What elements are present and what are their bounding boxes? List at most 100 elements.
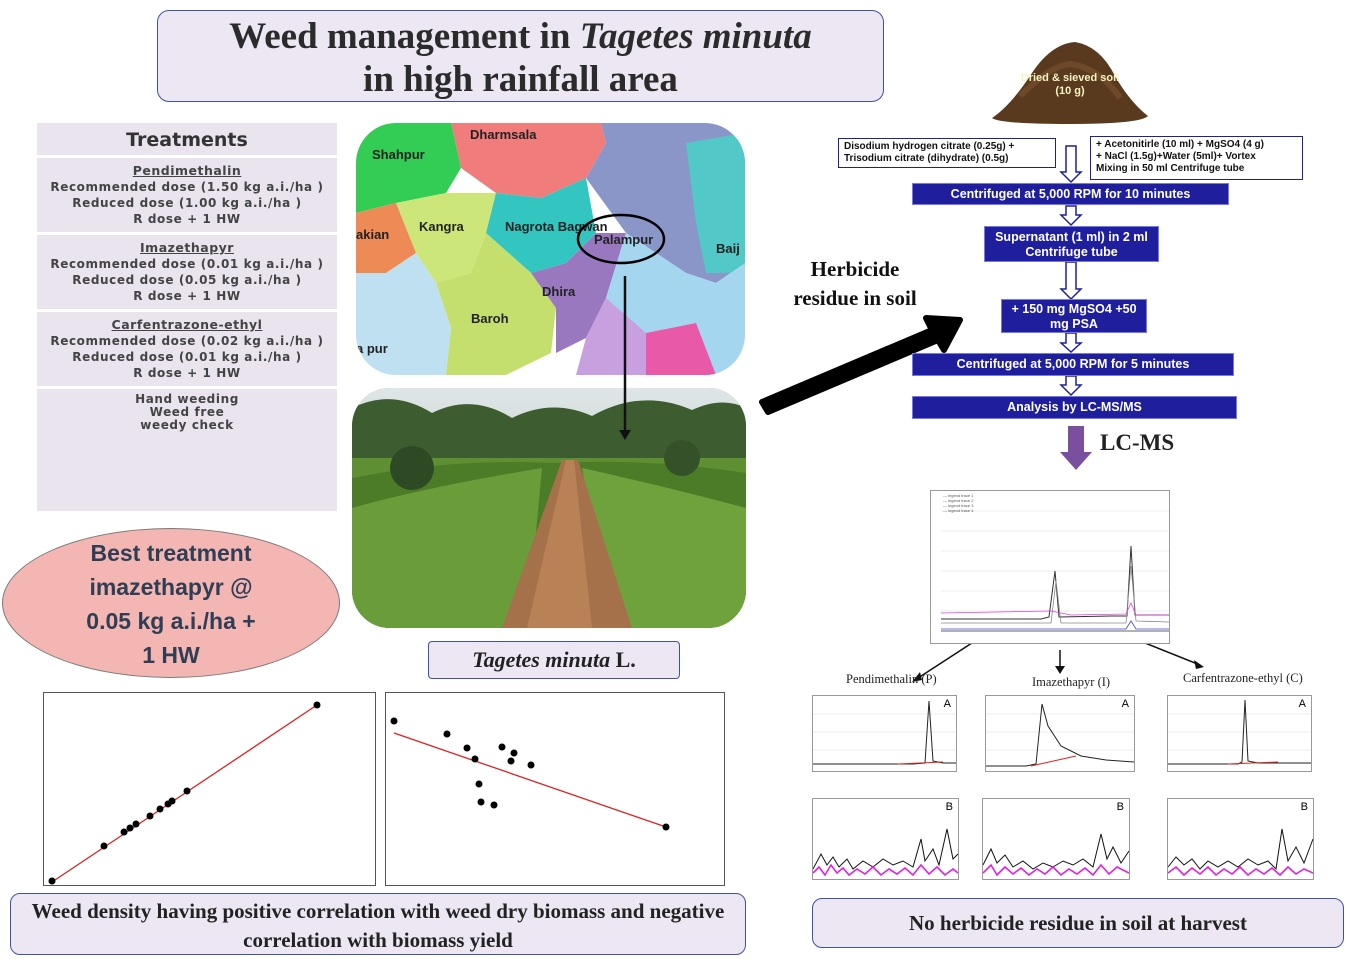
- data-point: [662, 823, 670, 831]
- lcms-arrow: [1060, 426, 1092, 470]
- best-line: imazethapyr @: [89, 574, 253, 600]
- field-photo-svg: [352, 388, 746, 628]
- chromatogram-c-a: A: [1167, 695, 1312, 772]
- soil-pile-svg: [992, 42, 1148, 124]
- data-point: [156, 805, 164, 813]
- map-label: akian: [356, 227, 389, 242]
- soil-label: Dried & sieved soil (10 g): [1020, 72, 1120, 97]
- flow-arrow: [1059, 332, 1083, 354]
- palampur-circle: [576, 213, 666, 265]
- data-point: [527, 761, 535, 769]
- data-point: [146, 812, 154, 820]
- title-line2: in high rainfall area: [363, 59, 678, 100]
- scatter-positive: [43, 692, 376, 886]
- data-point: [183, 787, 191, 795]
- map-label: Dhira: [542, 284, 576, 299]
- map-region-sw: [356, 253, 451, 375]
- page-title: Weed management in Tagetes minuta in hig…: [157, 10, 884, 102]
- flow-arrow: [1059, 375, 1083, 397]
- treatments-panel: Treatments Pendimethalin Recommended dos…: [37, 123, 337, 511]
- map-label: Baij: [716, 241, 740, 256]
- flow-step-supernatant: Supernatant (1 ml) in 2 ml Centrifuge tu…: [984, 226, 1159, 262]
- residue-caption: No herbicide residue in soil at harvest: [812, 898, 1344, 948]
- data-point: [313, 701, 321, 709]
- map-region-akian: [356, 203, 416, 273]
- flow-arrow: [1059, 205, 1083, 227]
- treatment-group-name: Carfentrazone-ethyl: [111, 317, 263, 332]
- treatment-row: R dose + 1 HW: [133, 212, 241, 226]
- field-photo: [352, 388, 746, 628]
- map-region-baroh: [436, 233, 556, 375]
- treatment-row: Recommended dose (0.02 kg a.i./ha ): [50, 334, 324, 348]
- data-point: [507, 757, 515, 765]
- title-prefix: Weed management in: [229, 16, 580, 57]
- chromatogram-c-b: B: [1167, 798, 1314, 880]
- data-point: [477, 798, 485, 806]
- map-label: a pur: [356, 341, 388, 356]
- reagent-line: + NaCl (1.5g)+Water (5ml)+ Vortex: [1096, 151, 1256, 162]
- chromatogram-label-imazethapyr: Imazethapyr (I): [1032, 675, 1111, 689]
- data-point: [100, 842, 108, 850]
- treatment-group-other: Hand weeding Weed free weedy check: [37, 389, 337, 436]
- treatment-group-pendimethalin: Pendimethalin Recommended dose (1.50 kg …: [37, 158, 337, 235]
- data-point: [475, 780, 483, 788]
- data-point: [126, 824, 134, 832]
- split-arrow-right: [1139, 640, 1201, 666]
- data-point: [498, 743, 506, 751]
- panel-b-label: B: [1116, 801, 1124, 813]
- flow-step-analysis: Analysis by LC-MS/MS: [912, 396, 1237, 419]
- data-point: [132, 820, 140, 828]
- map-region-baij: [686, 133, 745, 273]
- map-region-shahpur: [356, 123, 461, 213]
- treatment-row: Recommended dose (0.01 kg a.i./ha ): [50, 257, 324, 271]
- data-point: [471, 755, 479, 763]
- treatment-group-imazethapyr: Imazethapyr Recommended dose (0.01 kg a.…: [37, 235, 337, 312]
- data-point: [490, 801, 498, 809]
- trend-line: [51, 704, 318, 883]
- treatment-group-carfentrazone: Carfentrazone-ethyl Recommended dose (0.…: [37, 312, 337, 389]
- treatment-group-name: Pendimethalin: [132, 163, 242, 178]
- region-map: Dharmsala Shahpur Kangra Nagrota Bagwan …: [356, 123, 745, 375]
- caption-species: Tagetes minuta: [472, 647, 611, 672]
- data-point: [463, 744, 471, 752]
- chromatogram-label-pendimethalin: Pendimethalin (P): [846, 672, 937, 686]
- lcms-label: LC-MS: [1100, 430, 1175, 455]
- split-arrow-left: [914, 640, 976, 681]
- map-label: Shahpur: [372, 147, 425, 162]
- title-species: Tagetes minuta: [579, 16, 812, 57]
- panel-b-label: B: [1300, 801, 1308, 813]
- map-svg: Dharmsala Shahpur Kangra Nagrota Bagwan …: [356, 123, 745, 375]
- herbicide-arrow: [759, 315, 963, 415]
- map-region-lilac: [576, 298, 646, 375]
- flow-step-centrifuge-10: Centrifuged at 5,000 RPM for 10 minutes: [912, 183, 1229, 205]
- reagent-line: + Acetonitirle (10 ml) + MgSO4 (4 g): [1096, 139, 1264, 150]
- treatment-row: R dose + 1 HW: [133, 289, 241, 303]
- panel-a-label: A: [1298, 698, 1306, 710]
- scatter-negative-svg: [390, 717, 670, 831]
- map-label: Kangra: [419, 219, 465, 234]
- flow-step-psa: + 150 mg MgSO4 +50 mg PSA: [1001, 299, 1147, 333]
- treatment-group-name: Imazethapyr: [140, 240, 234, 255]
- treatment-row: weedy check: [140, 418, 234, 432]
- svg-text:— legend trace 1: — legend trace 1: [943, 493, 974, 498]
- correlation-caption: Weed density having positive correlation…: [10, 893, 746, 955]
- flow-step-centrifuge-5: Centrifuged at 5,000 RPM for 5 minutes: [912, 353, 1234, 376]
- chromatogram-i-a: A: [985, 695, 1135, 772]
- best-line: Best treatment: [90, 540, 252, 566]
- reagent-box-citrate: Disodium hydrogen citrate (0.25g) + Tris…: [838, 138, 1056, 168]
- treatment-row: Reduced dose (0.05 kg a.i./ha ): [72, 273, 302, 287]
- main-chromatogram: — legend trace 1— legend trace 2— legend…: [930, 490, 1170, 644]
- chromatogram-p-a: A: [812, 695, 957, 772]
- reagent-box-extraction: + Acetonitirle (10 ml) + MgSO4 (4 g) + N…: [1090, 136, 1303, 180]
- scatter-positive-svg: [48, 701, 321, 885]
- map-label: Palampur: [594, 232, 653, 247]
- map-region-nagrota: [486, 178, 596, 273]
- scatter-negative: [385, 692, 725, 886]
- data-point: [120, 828, 128, 836]
- svg-text:— legend trace 2: — legend trace 2: [943, 498, 974, 503]
- arrow-head: [619, 430, 631, 440]
- best-treatment-ellipse: Best treatment imazethapyr @ 0.05 kg a.i…: [2, 528, 340, 678]
- soil-pile: Dried & sieved soil (10 g): [990, 36, 1150, 126]
- chromatogram-p-b: B: [812, 798, 959, 880]
